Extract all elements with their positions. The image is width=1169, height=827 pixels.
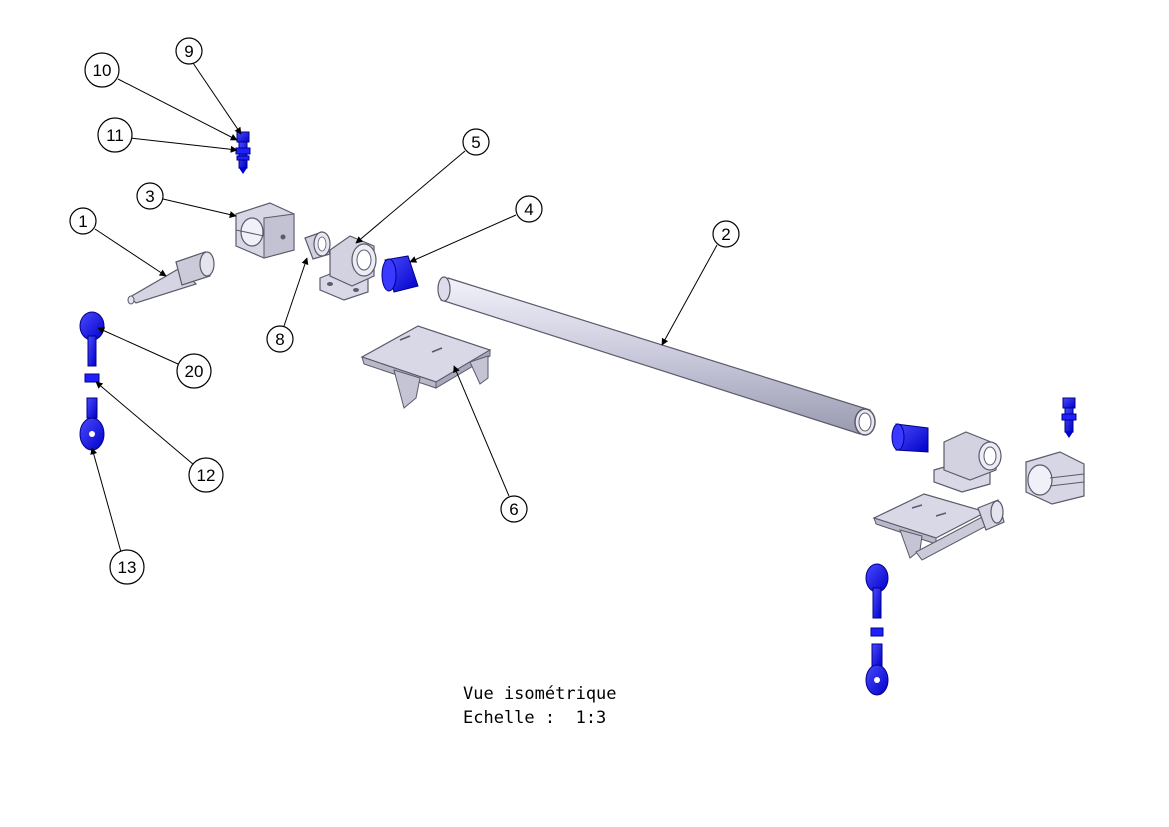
balloon-4: 4 [515, 195, 543, 223]
balloon-11: 11 [97, 117, 133, 153]
balloon-3: 3 [136, 182, 164, 210]
balloon-13: 13 [109, 549, 145, 585]
balloon-9: 9 [175, 37, 203, 65]
svg-text:6: 6 [509, 500, 518, 519]
balloon-12: 12 [188, 457, 224, 493]
svg-text:10: 10 [93, 61, 112, 80]
svg-text:3: 3 [145, 187, 154, 206]
svg-text:8: 8 [275, 330, 284, 349]
svg-text:9: 9 [184, 42, 193, 61]
svg-text:11: 11 [106, 126, 124, 145]
svg-text:5: 5 [471, 133, 480, 152]
svg-text:13: 13 [118, 558, 137, 577]
balloon-20: 20 [176, 353, 212, 389]
balloon-6: 6 [500, 495, 528, 523]
svg-text:12: 12 [197, 466, 216, 485]
bracket-plate-part [360, 325, 492, 409]
blue-bolt-top-left [235, 131, 251, 174]
blue-bolt-right [1061, 397, 1077, 438]
view-label: Vue isométrique [463, 684, 617, 704]
balloon-8: 8 [266, 325, 294, 353]
tube-part [437, 276, 876, 436]
clamp-block-part [235, 202, 295, 259]
svg-text:4: 4 [524, 200, 533, 219]
blue-rod-end-right [865, 563, 889, 696]
clamp-block-right [1025, 451, 1085, 505]
blue-bushing-right [891, 423, 929, 453]
small-bushing-part [304, 231, 331, 260]
svg-text:1: 1 [78, 212, 87, 231]
blue-bushing-part [381, 255, 419, 293]
bearing-housing-part [319, 235, 377, 301]
balloon-1: 1 [69, 207, 97, 235]
bearing-housing-right [933, 431, 1002, 493]
blue-rod-end-left [79, 311, 105, 451]
svg-text:2: 2 [721, 225, 730, 244]
bracket-plate-right [872, 493, 1005, 561]
balloon-10: 10 [84, 52, 120, 88]
svg-text:20: 20 [185, 362, 204, 381]
balloon-2: 2 [712, 220, 740, 248]
tapered-pin-part [127, 251, 215, 305]
leader-lines [90, 62, 718, 553]
balloon-5: 5 [462, 128, 490, 156]
scale-label: Echelle : 1:3 [463, 708, 607, 728]
